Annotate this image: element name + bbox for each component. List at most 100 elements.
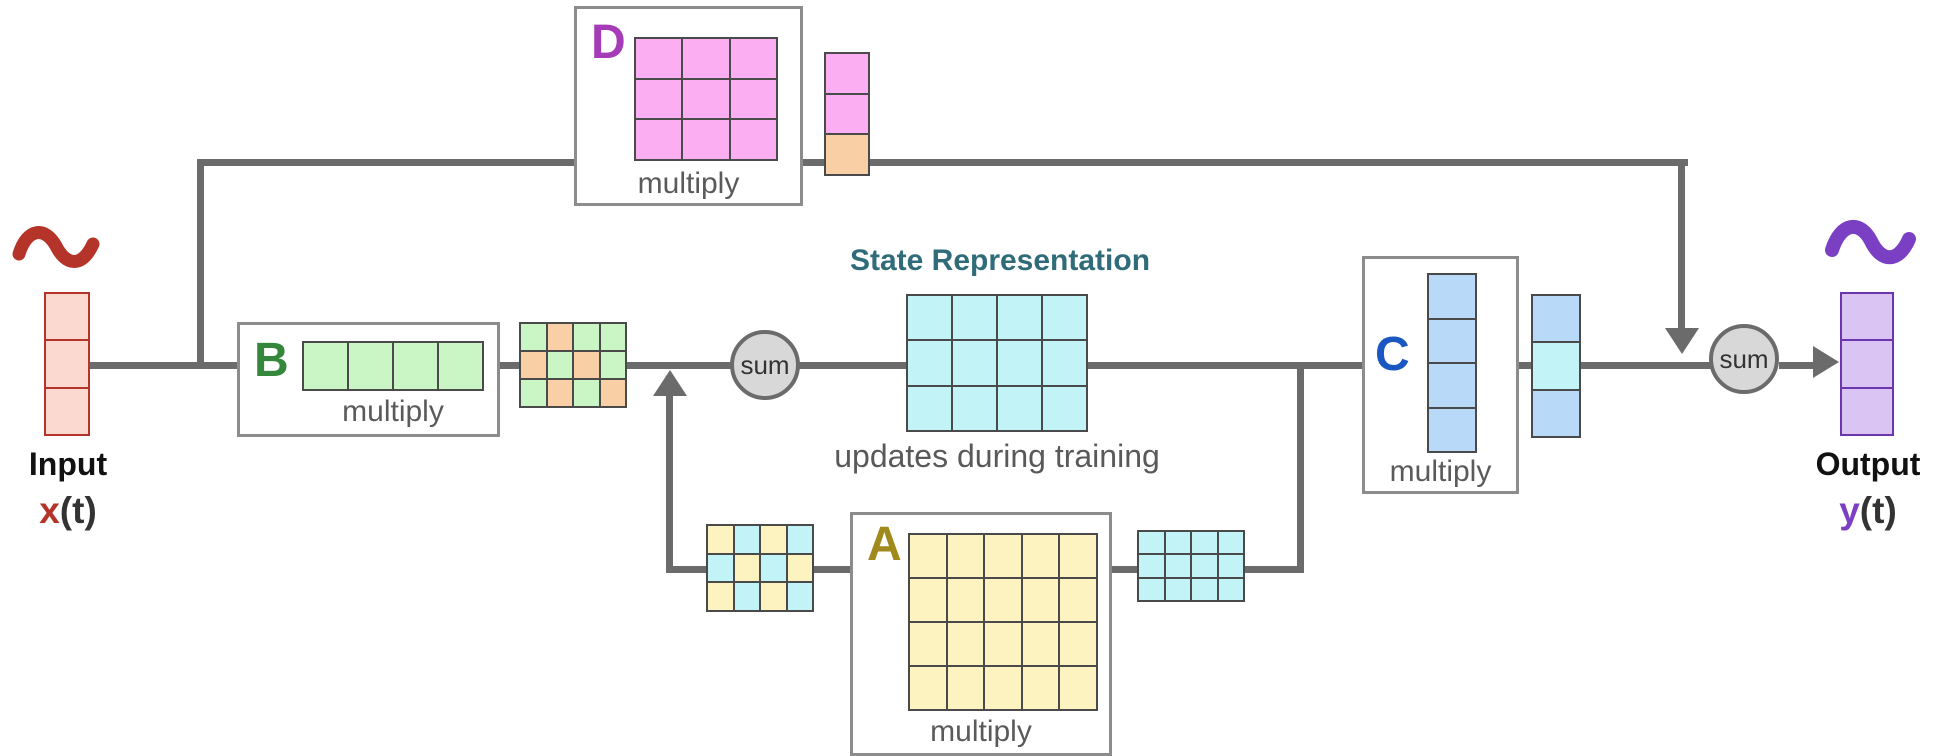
block-b-letter: B [254,334,289,387]
matrix-cell [682,38,730,79]
matrix-cell [997,385,1042,431]
connector-state-main [798,362,1713,369]
matrix-cell [682,119,730,160]
connector-output [1779,362,1817,369]
matrix-cell [520,351,547,379]
matrix-cell [1164,554,1191,578]
matrix-cell [907,340,952,386]
matrix-cell [1532,342,1580,390]
matrix-cell [729,119,777,160]
matrix-cell [760,582,787,611]
matrix-cell [907,295,952,341]
block-c-letter: C [1375,328,1410,381]
state-matrix [906,294,1088,432]
matrix-cell [952,385,997,431]
matrix-cell [1217,577,1244,601]
matrix-cell [1841,340,1893,388]
sum-node-right: sum [1709,324,1779,394]
matrix-cell [825,134,869,175]
matrix-cell [1059,534,1097,578]
a-output-matrix [1137,530,1245,602]
matrix-cell [635,38,683,79]
matrix-cell [984,578,1022,622]
matrix-cell [952,295,997,341]
matrix-cell [946,666,985,710]
matrix-cell [520,379,547,407]
matrix-cell [1191,554,1218,578]
matrix-cell [573,351,600,379]
matrix-cell [1191,577,1218,601]
matrix-cell [707,525,734,554]
output-vector [1840,292,1894,436]
input-signal-icon [12,226,100,268]
matrix-cell [1042,340,1087,386]
arrow-right-icon [1813,346,1839,378]
a-matrix [908,533,1098,711]
block-d-operation: multiply [637,167,740,200]
matrix-cell [997,295,1042,341]
output-signal-icon [1825,220,1916,265]
matrix-cell [946,622,985,666]
matrix-cell [997,340,1042,386]
matrix-cell [599,351,626,379]
matrix-cell [1428,318,1476,363]
matrix-cell [348,342,393,390]
matrix-cell [786,553,813,583]
input-vector [44,292,90,436]
d-matrix [634,37,778,161]
connector-loop-up [666,394,673,570]
matrix-cell [1059,666,1097,710]
matrix-cell [1428,363,1476,408]
matrix-cell [760,525,787,554]
matrix-cell [45,293,89,341]
output-signal-path [1825,220,1916,265]
matrix-cell [907,385,952,431]
matrix-cell [546,351,573,379]
matrix-cell [1021,622,1060,666]
matrix-cell [1042,385,1087,431]
matrix-cell [635,78,683,120]
input-signal-letter: x [39,490,60,531]
state-title: State Representation [849,244,1151,277]
block-b-operation: multiply [342,395,444,428]
block-d: D multiply [574,6,803,206]
output-label: Output [1815,446,1921,482]
sum-node-left: sum [730,330,800,400]
matrix-cell [733,525,760,554]
matrix-cell [1059,622,1097,666]
matrix-cell [573,379,600,407]
output-signal-rest: (t) [1859,490,1897,531]
matrix-cell [1532,295,1580,343]
matrix-cell [1532,389,1580,437]
b-matrix [302,341,484,391]
matrix-cell [952,340,997,386]
state-subtitle: updates during training [834,438,1160,474]
matrix-cell [1841,293,1893,341]
matrix-cell [438,342,483,390]
matrix-cell [1059,578,1097,622]
matrix-cell [760,553,787,583]
matrix-cell [984,666,1022,710]
matrix-cell [573,323,600,351]
matrix-cell [303,342,348,390]
matrix-cell [1428,407,1476,452]
connector-skip-down [1678,159,1685,331]
block-c: C multiply [1362,256,1519,494]
matrix-cell [1021,534,1060,578]
output-signal-label: y(t) [1798,490,1938,532]
a-input-matrix [706,524,814,612]
matrix-cell [729,38,777,79]
matrix-cell [682,78,730,120]
matrix-cell [546,323,573,351]
matrix-cell [1164,577,1191,601]
block-b: B multiply [237,322,500,437]
arrow-up-icon [653,370,687,396]
matrix-cell [1021,666,1060,710]
b-output-matrix [519,322,627,408]
matrix-cell [520,323,547,351]
block-a-operation: multiply [930,715,1032,748]
matrix-cell [1042,295,1087,341]
matrix-cell [825,53,869,94]
block-a: A multiply [850,512,1112,756]
